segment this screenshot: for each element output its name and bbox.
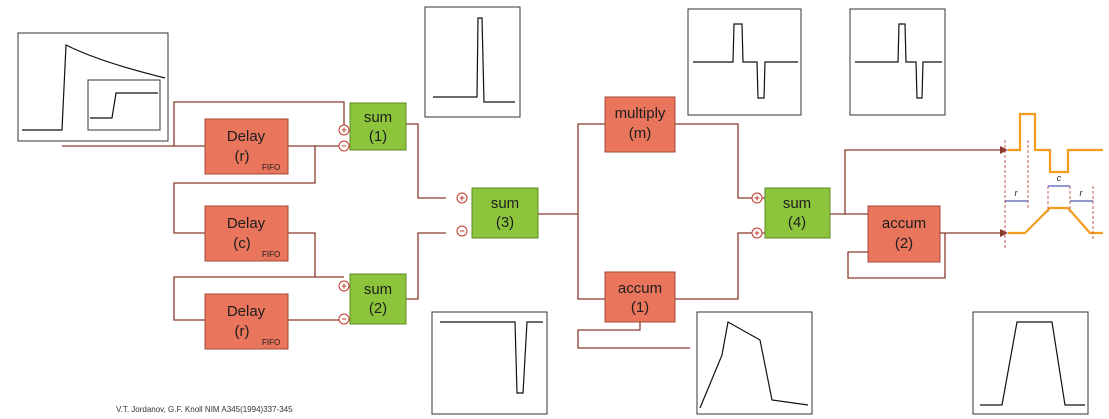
wire-accum1-to-sum4 [675,232,765,300]
block-fifo-label: FIFO [262,163,280,172]
svg-text:+: + [341,125,346,135]
block-title: sum [364,281,392,298]
sum3-block: sum (3) [471,187,539,239]
sum2-minus-sign: − [338,313,350,325]
trapezoid-impulse-trace [1008,112,1103,174]
block-fifo-label: FIFO [262,338,280,347]
block-param: (m) [629,125,652,142]
svg-text:+: + [341,281,346,291]
block-param: (1) [631,299,649,316]
wire-input-to-sum1-plus [173,101,345,146]
block-title: multiply [615,105,666,122]
sum1-minus-sign: − [338,140,350,152]
block-title: sum [491,195,519,212]
wire-to-accum1 [577,214,605,300]
sum3-minus-sign: − [456,225,468,237]
wire-sum4-to-output [844,149,1000,214]
block-param: (2) [895,235,913,252]
trapezoid-shape-trace [1008,206,1103,235]
delay-r-bottom-block: Delay (r) FIFO [204,293,289,350]
wire-to-multiply [577,123,605,214]
block-title: sum [783,195,811,212]
block-title: Delay [227,215,266,232]
wire-sum2-to-sum3 [406,232,446,300]
sum1-plus-sign: + [338,124,350,136]
block-title: Delay [227,303,266,320]
sum3-output-plot [849,8,946,116]
block-title: Delay [227,128,266,145]
wire-delay-r-to-delay-c [173,146,316,234]
sum3-plus-sign: + [456,192,468,204]
wire-delay-c-to-delay-r-bottom [173,276,315,321]
block-param: (2) [369,300,387,317]
sum4-block: sum (4) [764,187,831,239]
multiply-output-plot [687,8,802,116]
svg-text:−: − [459,226,464,236]
svg-text:−: − [341,141,346,151]
svg-text:+: + [754,193,759,203]
input-pulse-plot [17,32,169,142]
svg-text:+: + [459,193,464,203]
sum1-block: sum (1) [349,102,407,151]
label-r-right: r [1080,188,1084,198]
block-param: (4) [788,214,806,231]
block-param: (3) [496,214,514,231]
block-fifo-label: FIFO [262,250,280,259]
sum4-plus-sign-top: + [751,192,763,204]
sum4-plus-sign-bottom: + [751,227,763,239]
output-arrowhead-top [1000,146,1008,154]
output-arrowhead-bottom [1000,229,1008,237]
delay-c-block: Delay (c) FIFO [204,205,289,262]
block-title: accum [618,280,662,297]
delay-r-top-block: Delay (r) FIFO [204,118,289,175]
accum2-output-plot [972,311,1089,415]
sum2-plus-sign: + [338,280,350,292]
accum1-output-plot [696,311,813,415]
svg-text:+: + [754,228,759,238]
accum2-block: accum (2) [867,205,941,263]
block-param: (c) [233,235,251,252]
wire-sum1-to-sum3 [406,123,446,199]
svg-text:−: − [341,314,346,324]
sum2-block: sum (2) [349,273,407,325]
block-param: (r) [235,323,250,340]
wire-multiply-to-sum4 [675,123,765,199]
block-param: (r) [235,148,250,165]
label-c: c [1057,173,1062,183]
sum1-output-plot [424,6,521,118]
block-title: sum [364,109,392,126]
label-r-left: r [1015,188,1019,198]
wire-delay-c-to-sum2-plus [288,232,344,278]
trapezoid-output-diagram: r c r [1004,112,1103,248]
accum1-block: accum (1) [604,271,676,323]
sum2-output-plot [431,311,548,415]
multiply-block: multiply (m) [604,96,676,153]
block-title: accum [882,215,926,232]
wire-accum2-feedback [847,233,946,279]
block-param: (1) [369,128,387,145]
wire-accum1-feedback [577,318,690,349]
citation-text: V.T. Jordanov, G.F. Knoll NIM A345(1994)… [116,405,293,414]
